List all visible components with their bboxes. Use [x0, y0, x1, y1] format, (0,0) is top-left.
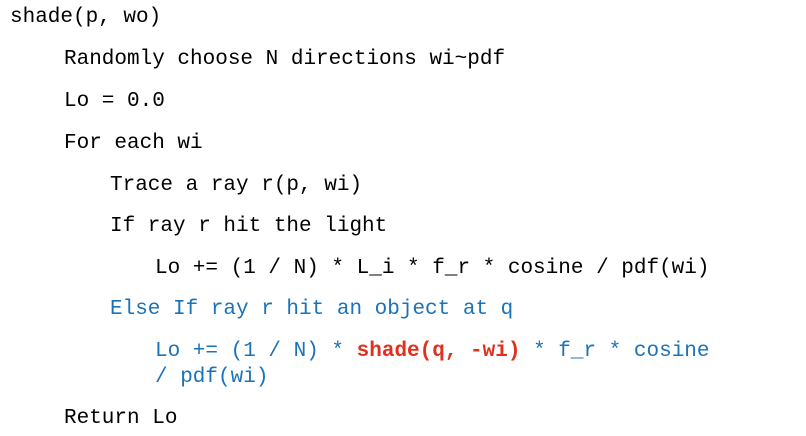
if-hit-light-line: If ray r hit the light: [110, 215, 388, 238]
light-contribution-line: Lo += (1 / N) * L_i * f_r * cosine / pdf…: [155, 257, 710, 280]
init-lo-line: Lo = 0.0: [64, 90, 165, 113]
trace-ray-line: Trace a ray r(p, wi): [110, 174, 363, 197]
else-if-object-line: Else If ray r hit an object at q: [110, 298, 514, 321]
return-line: Return Lo: [64, 407, 178, 430]
recursive-shade-call: shade(q, -wi): [356, 340, 521, 363]
choose-directions-line: Randomly choose N directions wi~pdf: [64, 48, 506, 71]
indirect-continuation-line: / pdf(wi): [155, 366, 269, 389]
indirect-suffix: * f_r * cosine: [520, 340, 710, 363]
indirect-prefix: Lo += (1 / N) *: [155, 340, 357, 363]
indirect-contribution-line: Lo += (1 / N) * shade(q, -wi) * f_r * co…: [155, 340, 710, 364]
for-each-line: For each wi: [64, 132, 203, 155]
function-signature: shade(p, wo): [10, 6, 162, 29]
